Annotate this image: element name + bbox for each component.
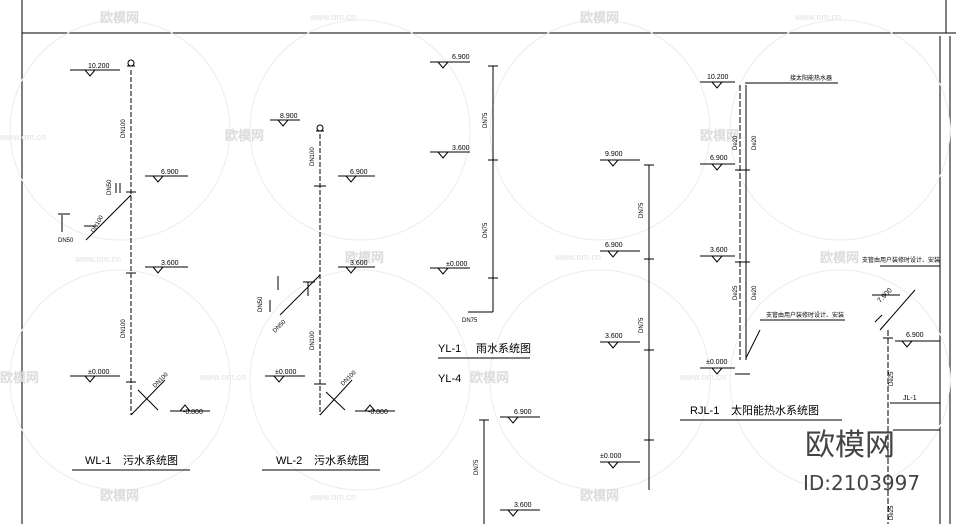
level-label: 3.600: [452, 145, 470, 152]
pipe-label: DN75: [462, 318, 478, 324]
pipe-label: DN75: [483, 222, 489, 238]
watermark-brand: 欧模网: [100, 488, 139, 503]
level-label: 6.900: [350, 169, 368, 176]
level-label: 9.900: [605, 151, 623, 158]
labels-center: 9.900 6.900 3.600 ±0.000 DN75 DN75: [600, 151, 645, 460]
watermark-logo-text: 欧模网: [805, 428, 895, 463]
watermark-brand: 欧模网: [580, 10, 619, 25]
labels-rjl1: 10.200 6.900 3.600 ±0.000 De20 De20 De25…: [690, 74, 844, 417]
pipe-label: DN50: [272, 319, 288, 335]
watermarks-light: 欧模网 www.om.cn 欧模网 www.om.cn 欧模网 欧模网 欧模网 …: [0, 10, 859, 503]
level-label: 3.600: [514, 502, 532, 509]
pipe-label: DN50: [107, 179, 113, 195]
level-label: 6.900: [514, 409, 532, 416]
system-subtitle: 太阳能热水系统图: [731, 403, 819, 417]
level-label: 10.200: [88, 63, 110, 70]
watermark-big: 欧模网 ID:2103997: [803, 428, 920, 495]
system-title: YL-4: [438, 373, 461, 385]
labels-yl4: YL-4 6.900 3.600 DN75: [438, 373, 532, 509]
level-label: ±0.000: [600, 453, 621, 460]
level-label: 3.600: [710, 247, 728, 254]
system-jl1: [872, 265, 940, 524]
level-label: -0.800: [183, 409, 203, 416]
pipe-label: De20: [752, 135, 758, 150]
level-label: 6.900: [605, 242, 623, 249]
system-yl1: [430, 61, 530, 359]
watermark-brand: 欧模网: [0, 370, 39, 385]
watermark-site: www.om.cn: [0, 132, 46, 142]
pipe-label: DN100: [310, 147, 316, 166]
watermark-site: www.om.cn: [74, 254, 121, 264]
note-label: 支管由用户装修时设计、安装: [862, 256, 940, 264]
watermark-site: www.om.cn: [554, 252, 601, 262]
watermark-brand: 欧模网: [225, 128, 264, 143]
pipe-label: De25: [733, 285, 739, 300]
labels-yl1: 6.900 3.600 ±0.000 DN75 DN75 DN75 YL-1 雨…: [438, 54, 531, 355]
level-label: ±0.000: [88, 369, 109, 376]
pipe-label: DN100: [340, 369, 358, 387]
level-label: 8.900: [280, 113, 298, 120]
watermark-brand: 欧模网: [100, 10, 139, 25]
level-label: -0.800: [368, 409, 388, 416]
level-label: ±0.000: [706, 359, 727, 366]
level-label: 6.900: [710, 155, 728, 162]
pipe-label: DN75: [483, 112, 489, 128]
pipe-label: DN50: [258, 296, 264, 312]
pipe-label: De25: [889, 371, 895, 386]
note-label: 接太阳能热水器: [790, 74, 832, 82]
level-label: 3.600: [161, 260, 179, 267]
pipe-label: DN50: [58, 238, 74, 244]
watermark-site: www.om.cn: [794, 12, 841, 22]
watermark-circles: [9, 19, 951, 491]
system-title: WL-1: [85, 455, 111, 467]
watermark-site: www.om.cn: [679, 372, 726, 382]
system-subtitle: 污水系统图: [314, 454, 369, 467]
labels-wl1: 10.200 6.900 3.600 ±0.000 -0.800 DN100 D…: [58, 63, 203, 467]
watermark-id: ID:2103997: [803, 471, 920, 495]
watermark-site: www.om.cn: [309, 12, 356, 22]
system-subtitle: 雨水系统图: [476, 342, 531, 355]
system-title: YL-1: [438, 343, 461, 355]
level-label: 6.900: [161, 169, 179, 176]
pipe-label: DN75: [639, 317, 645, 333]
pipe-label: De20: [733, 135, 739, 150]
system-wl2: [262, 119, 395, 471]
pipe-label: DN100: [121, 319, 127, 338]
level-label: 10.200: [707, 74, 729, 81]
level-label: 6.900: [906, 332, 924, 339]
pipe-label: DN100: [310, 331, 316, 350]
watermark-brand: 欧模网: [700, 128, 739, 143]
system-rjl1: [680, 81, 845, 421]
watermark-site: www.om.cn: [309, 492, 356, 502]
level-label: 6.900: [452, 54, 470, 61]
pipe-label: DN100: [121, 119, 127, 138]
system-wl1: [58, 59, 210, 471]
level-label: 3.600: [605, 333, 623, 340]
watermark-brand: 欧模网: [820, 250, 859, 265]
watermark-brand: 欧模网: [470, 370, 509, 385]
watermark-brand: 欧模网: [580, 488, 619, 503]
pipe-label: DN75: [639, 202, 645, 218]
pipe-label: De25: [889, 505, 895, 520]
level-label: 3.600: [350, 260, 368, 267]
system-title: RJL-1: [690, 405, 719, 417]
drawing-frame: [21, 0, 956, 524]
watermark-site: www.om.cn: [199, 372, 246, 382]
pipe-label: DN100: [91, 214, 106, 234]
level-label: ±0.000: [275, 369, 296, 376]
level-label: 7.900: [876, 287, 893, 304]
note-label: 支管由用户装修时设计、安装: [766, 311, 844, 319]
pipe-label: DN100: [152, 371, 170, 389]
system-yl4: [479, 416, 540, 524]
watermark-brand: 欧模网: [345, 250, 384, 265]
system-title: JL-1: [903, 395, 917, 402]
pipe-label: De20: [752, 285, 758, 300]
system-subtitle: 污水系统图: [123, 454, 178, 467]
pipe-label: DN75: [474, 459, 480, 475]
level-label: ±0.000: [446, 261, 467, 268]
system-title: WL-2: [276, 455, 302, 467]
system-center: [600, 159, 654, 490]
labels-wl2: 8.900 6.900 3.600 ±0.000 -0.800 DN100 DN…: [258, 113, 388, 467]
